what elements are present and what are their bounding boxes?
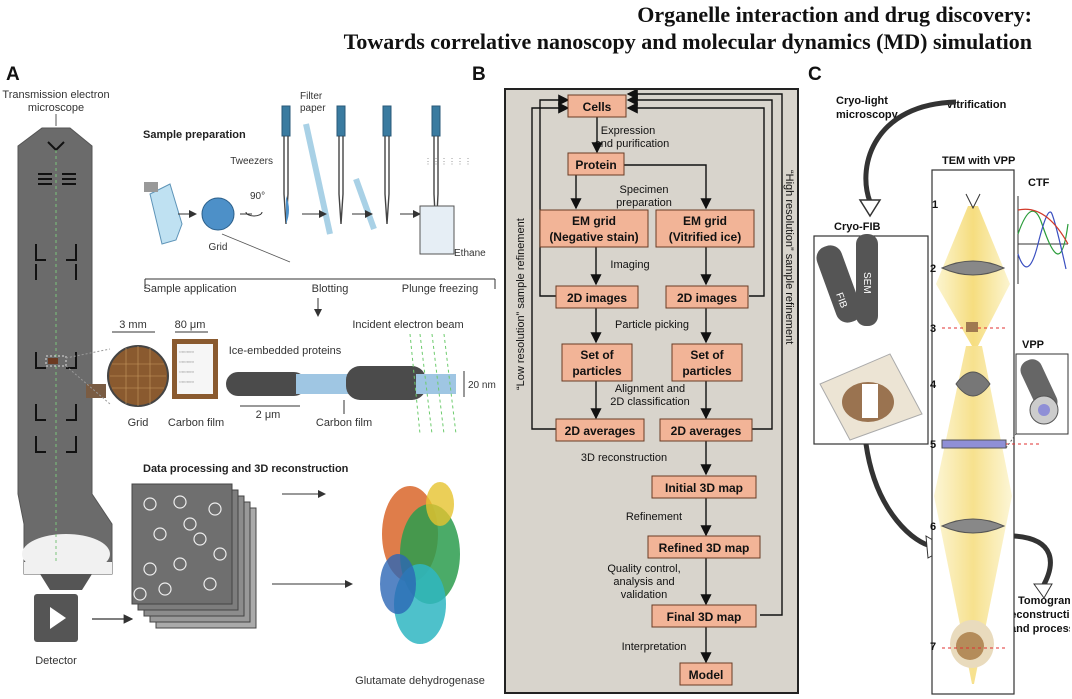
incident-beam-label: Incident electron beam (352, 319, 463, 331)
step-imaging: Imaging (610, 259, 649, 271)
step-quality-1: Quality control, (607, 563, 680, 575)
figure-title-line1: Organelle interaction and drug discovery… (637, 2, 1032, 27)
step-interpretation: Interpretation (622, 641, 687, 653)
grid-step-label: Grid (209, 242, 228, 253)
vitrification-arrow (863, 99, 957, 203)
step-expression-2: and purification (595, 138, 670, 150)
cryo-light-2: microscopy (836, 109, 899, 121)
ethane-container (419, 205, 455, 255)
step-alignment-1: Alignment and (615, 383, 685, 395)
glutamate-label: Glutamate dehydrogenase (355, 675, 485, 687)
box-em-neg-1: EM grid (572, 214, 616, 228)
vitrification-label: Vitrification (946, 99, 1007, 111)
step-recon: 3D reconstruction (581, 452, 667, 464)
high-res-label: “High resolution” sample refinement (783, 170, 795, 344)
panel-c-diagram: Cryo-light microscopy Vitrification Cryo… (813, 95, 1070, 695)
lens-num-1: 1 (932, 199, 938, 211)
svg-text:▫▫▫▫▫▫: ▫▫▫▫▫▫ (179, 379, 194, 386)
step-alignment-2: 2D classification (610, 396, 689, 408)
tem-label-2: microscope (28, 102, 84, 114)
box-initial-map: Initial 3D map (665, 481, 743, 495)
lens-num-2: 2 (930, 263, 936, 275)
data-proc-title: Data processing and 3D reconstruction (143, 463, 349, 475)
svg-text:“Low resolution” sample refine: “Low resolution” sample refinement (515, 218, 527, 390)
tomogram-1: Tomogram (1018, 595, 1070, 607)
dim-3mm: 3 mm (119, 319, 147, 331)
lens-num-3: 3 (930, 323, 936, 335)
lens-num-7: 7 (930, 641, 936, 653)
panel-c-letter: C (808, 64, 822, 85)
box-final-map: Final 3D map (667, 610, 742, 624)
panel-b-flowchart: “Low resolution” sample refinement “High… (504, 88, 799, 694)
step-specimen-2: preparation (616, 197, 672, 209)
carbon-film-label: Carbon film (168, 417, 224, 429)
svg-text:▫▫▫▫▫▫: ▫▫▫▫▫▫ (179, 369, 194, 376)
panel-a-diagram: Transmission electron microscope Detecto… (2, 89, 496, 687)
low-res-label: “Low resolution” sample refinement (515, 218, 527, 390)
dim-20nm: 20 nm (468, 380, 496, 391)
ethane-label: Ethane (454, 248, 486, 259)
svg-text:“High resolution” sample refin: “High resolution” sample refinement (783, 170, 795, 344)
step-blotting: Blotting (312, 283, 349, 295)
step-expression-1: Expression (601, 125, 655, 137)
tomogram-3: and processing (1010, 623, 1070, 635)
panel-a-letter: A (6, 64, 20, 85)
figure-title-line2: Towards correlative nanoscopy and molecu… (343, 29, 1032, 54)
box-set-left-2: particles (572, 364, 622, 378)
svg-text:⋮⋮⋮⋮⋮⋮: ⋮⋮⋮⋮⋮⋮ (424, 157, 472, 166)
svg-text:▫▫▫▫▫▫: ▫▫▫▫▫▫ (179, 349, 194, 356)
box-set-right-1: Set of (690, 348, 724, 362)
step-sample-application: Sample application (144, 283, 237, 295)
fib-label: FIB (833, 291, 849, 310)
tomogram-2: reconstruction (1006, 609, 1070, 621)
carbon-film-label-2: Carbon film (316, 417, 372, 429)
box-2d-images-left: 2D images (567, 291, 627, 305)
step-quality-2: analysis and (613, 576, 674, 588)
box-refined-map: Refined 3D map (659, 541, 750, 555)
box-set-right-2: particles (682, 364, 732, 378)
box-2d-averages-left: 2D averages (565, 424, 636, 438)
tem-label-1: Transmission electron (2, 89, 109, 101)
protein-structure (380, 482, 460, 644)
tem-vpp-label: TEM with VPP (942, 155, 1015, 167)
cryo-light-1: Cryo-light (836, 95, 888, 107)
box-em-neg-2: (Negative stain) (549, 230, 638, 244)
dim-2um: 2 μm (256, 409, 281, 421)
step-quality-3: validation (621, 589, 667, 601)
box-2d-averages-right: 2D averages (671, 424, 742, 438)
angle-label: 90° (250, 191, 265, 202)
lens-num-6: 6 (930, 521, 936, 533)
box-em-vit-2: (Vitrified ice) (669, 230, 741, 244)
ctf-plot (1017, 196, 1069, 284)
tweezers-label: Tweezers (230, 156, 273, 167)
box-cells: Cells (583, 100, 612, 114)
box-protein: Protein (575, 158, 616, 172)
panel-b-letter: B (472, 64, 486, 85)
filter-paper-label-2: paper (300, 103, 326, 114)
lens-num-4: 4 (930, 379, 937, 391)
sem-label: SEM (861, 272, 872, 294)
vpp-label: VPP (1022, 339, 1044, 351)
step-picking: Particle picking (615, 319, 689, 331)
ctf-label: CTF (1028, 177, 1050, 189)
box-model: Model (689, 668, 724, 682)
detector-label: Detector (35, 655, 77, 667)
cryo-fib-label: Cryo-FIB (834, 221, 881, 233)
ice-proteins-label: Ice-embedded proteins (229, 345, 342, 357)
micrograph-stack (131, 483, 257, 629)
lens-num-5: 5 (930, 439, 936, 451)
step-specimen-1: Specimen (620, 184, 669, 196)
box-2d-images-right: 2D images (677, 291, 737, 305)
box-set-left-1: Set of (580, 348, 614, 362)
svg-text:▫▫▫▫▫▫: ▫▫▫▫▫▫ (179, 359, 194, 366)
step-plunge-freezing: Plunge freezing (402, 283, 478, 295)
filter-paper-label-1: Filter (300, 91, 323, 102)
dim-80um: 80 μm (175, 319, 206, 331)
sample-prep-title: Sample preparation (143, 129, 246, 141)
box-em-vit-1: EM grid (683, 214, 727, 228)
step-refinement: Refinement (626, 511, 682, 523)
grid-label: Grid (128, 417, 149, 429)
sample-tube-icon (144, 182, 183, 245)
